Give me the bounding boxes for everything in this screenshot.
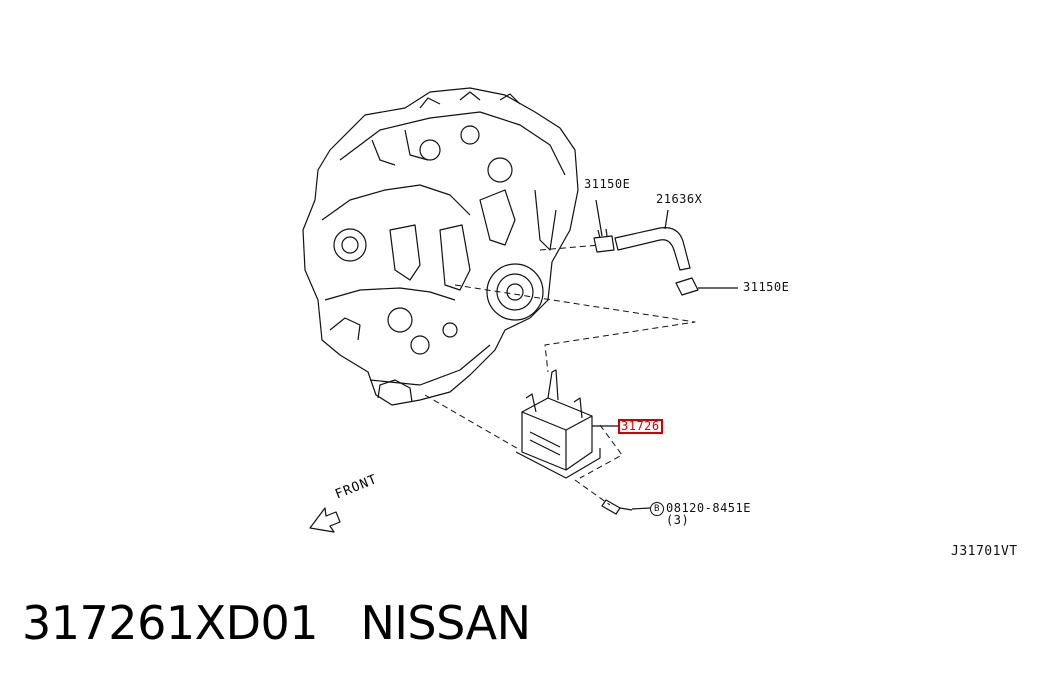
caption-brand: NISSAN [360,596,531,650]
label-clamp-upper: 31150E [584,177,631,191]
label-clamp-lower: 31150E [743,280,790,294]
label-bolt-qty: (3) [666,513,690,527]
bolt-circle-icon: B [650,501,664,516]
bolt-part-number: 08120-8451E [666,501,751,515]
clamp-lower [675,277,699,296]
front-arrow [309,507,341,533]
hose [614,227,691,271]
label-hose: 21636X [656,192,703,206]
diagram-id: J31701VT [951,544,1018,559]
clamp-upper [593,235,615,253]
bolt [601,499,621,515]
caption: 317261XD01 NISSAN [22,596,531,650]
caption-part-number: 317261XD01 [22,596,319,650]
label-cooler-highlighted[interactable]: 31726 [618,419,663,434]
transmission-housing [302,87,579,406]
